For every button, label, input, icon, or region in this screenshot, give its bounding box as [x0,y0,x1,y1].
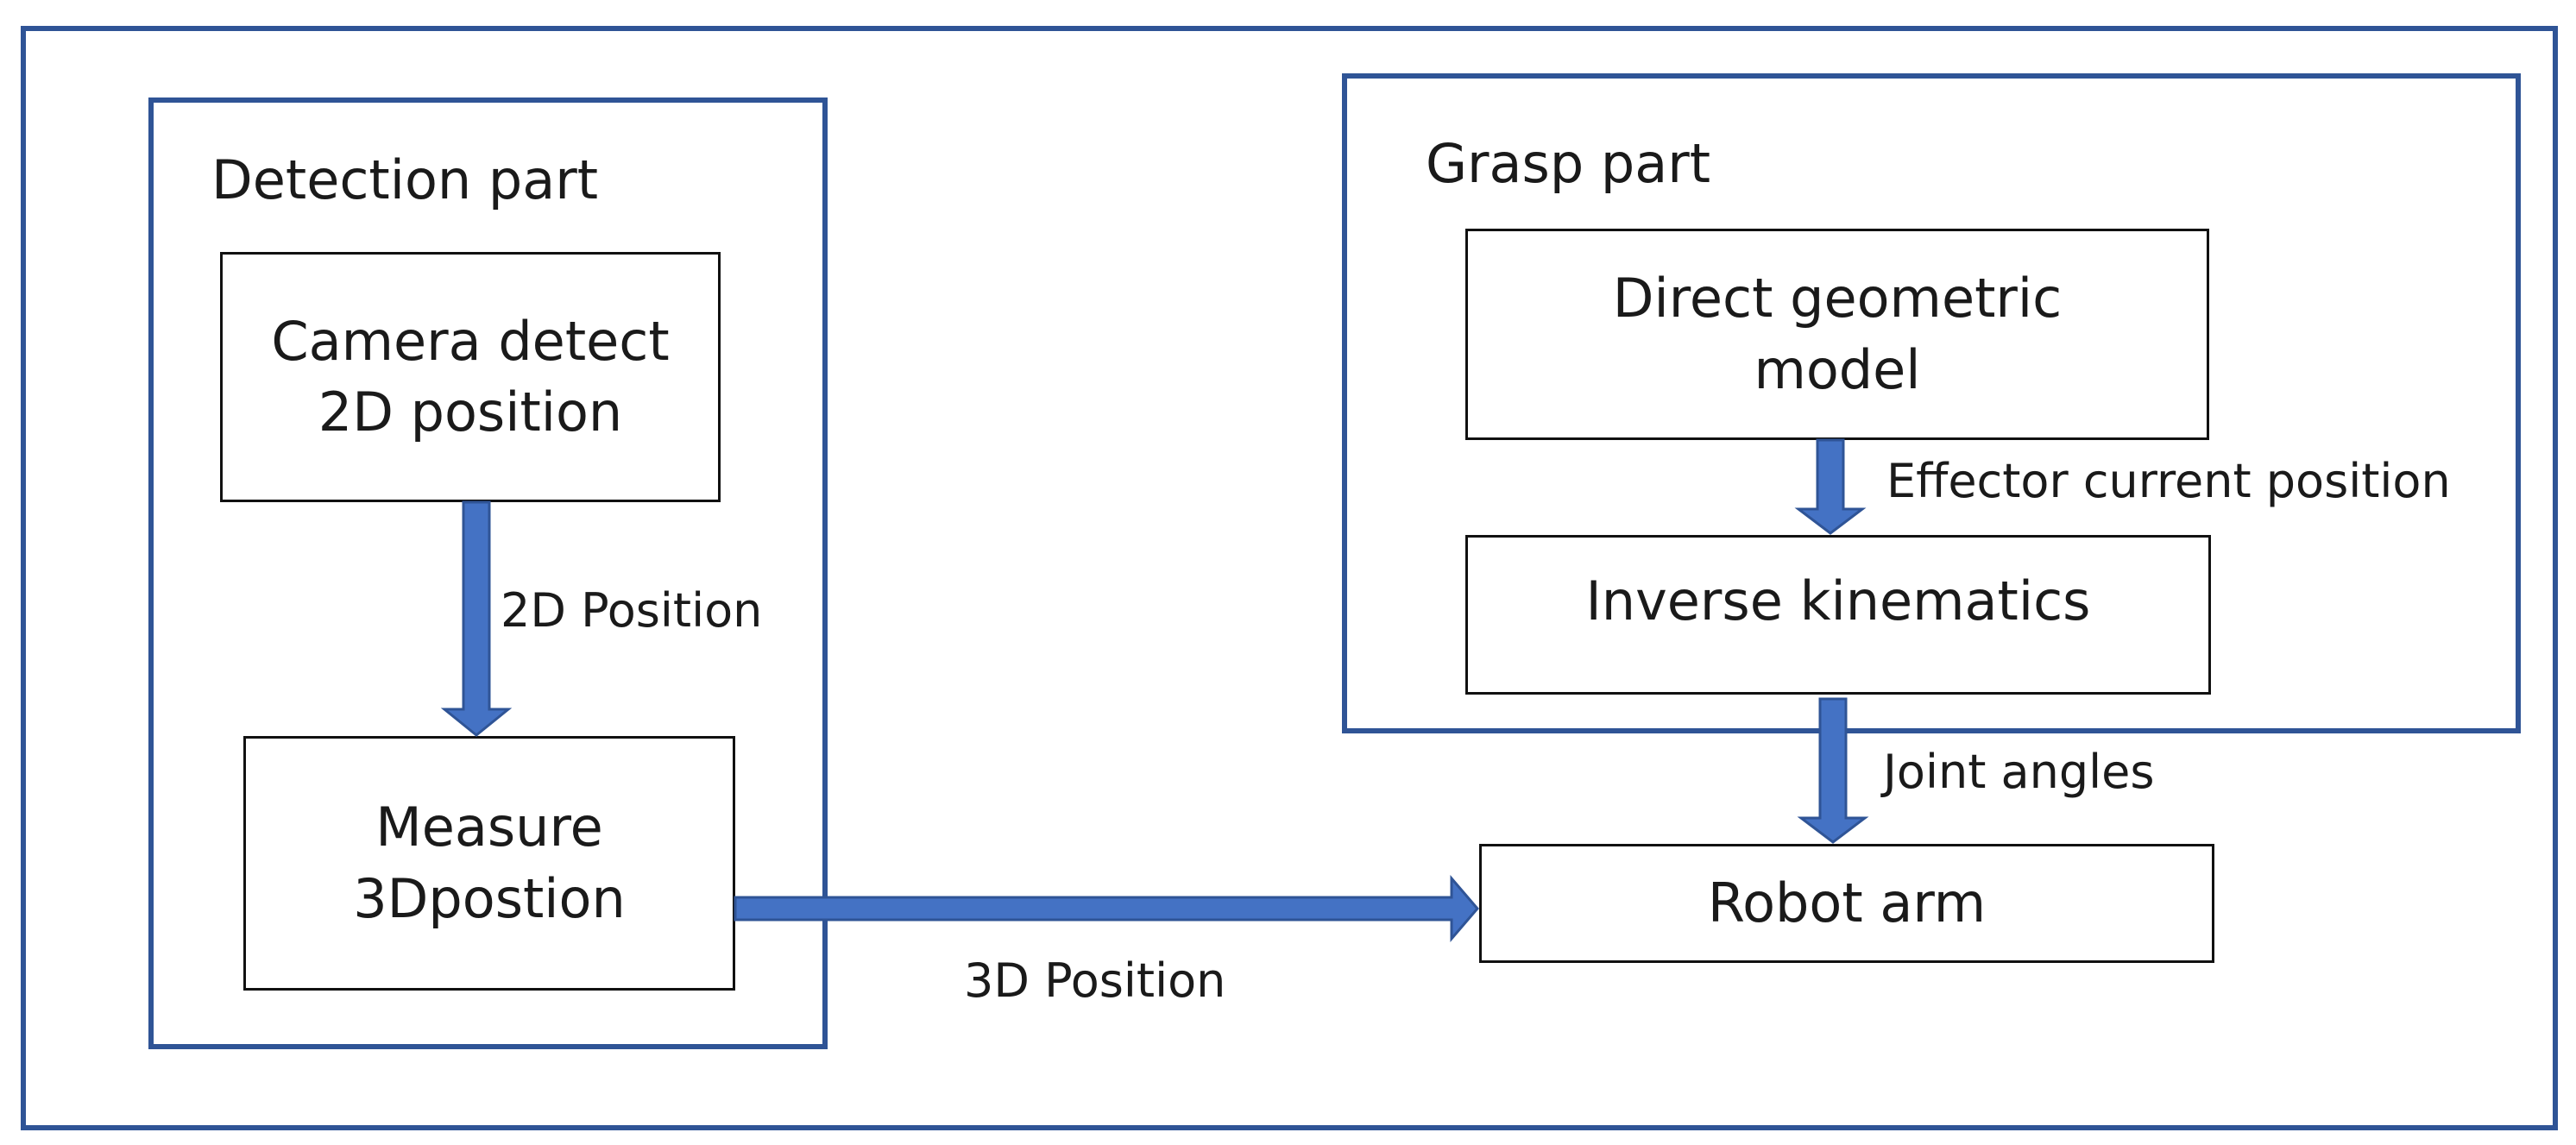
arrow-2d-position [440,500,513,737]
arrow-joint-angles [1797,697,1869,844]
dgm-line2: model [1754,337,1921,401]
inverse-kinematics-box: Inverse kinematics [1465,535,2211,695]
outer-frame [21,26,2558,1130]
detection-part-container [148,98,828,1049]
detection-part-title: Detection part [211,148,599,211]
measure-line1: Measure [375,796,603,859]
camera-detect-line2: 2D position [318,381,623,444]
grasp-part-container [1342,73,2521,733]
arrow-effector-position [1794,438,1867,535]
measure-3d-box: Measure 3Dpostion [243,736,735,991]
label-joint-angles: Joint angles [1883,745,2155,799]
measure-line2: 3Dpostion [353,866,626,930]
ik-label: Inverse kinematics [1585,569,2091,633]
label-effector-current-position: Effector current position [1886,454,2451,508]
robot-arm-box: Robot arm [1479,844,2214,963]
robot-arm-label: Robot arm [1707,871,1987,934]
label-2d-position: 2D Position [501,583,763,638]
dgm-line1: Direct geometric [1612,267,2063,330]
arrow-3d-position [734,874,1479,943]
direct-geometric-model-box: Direct geometric model [1465,229,2209,440]
label-3d-position: 3D Position [964,953,1226,1008]
camera-detect-line1: Camera detect [271,309,670,373]
grasp-part-title: Grasp part [1426,132,1711,195]
